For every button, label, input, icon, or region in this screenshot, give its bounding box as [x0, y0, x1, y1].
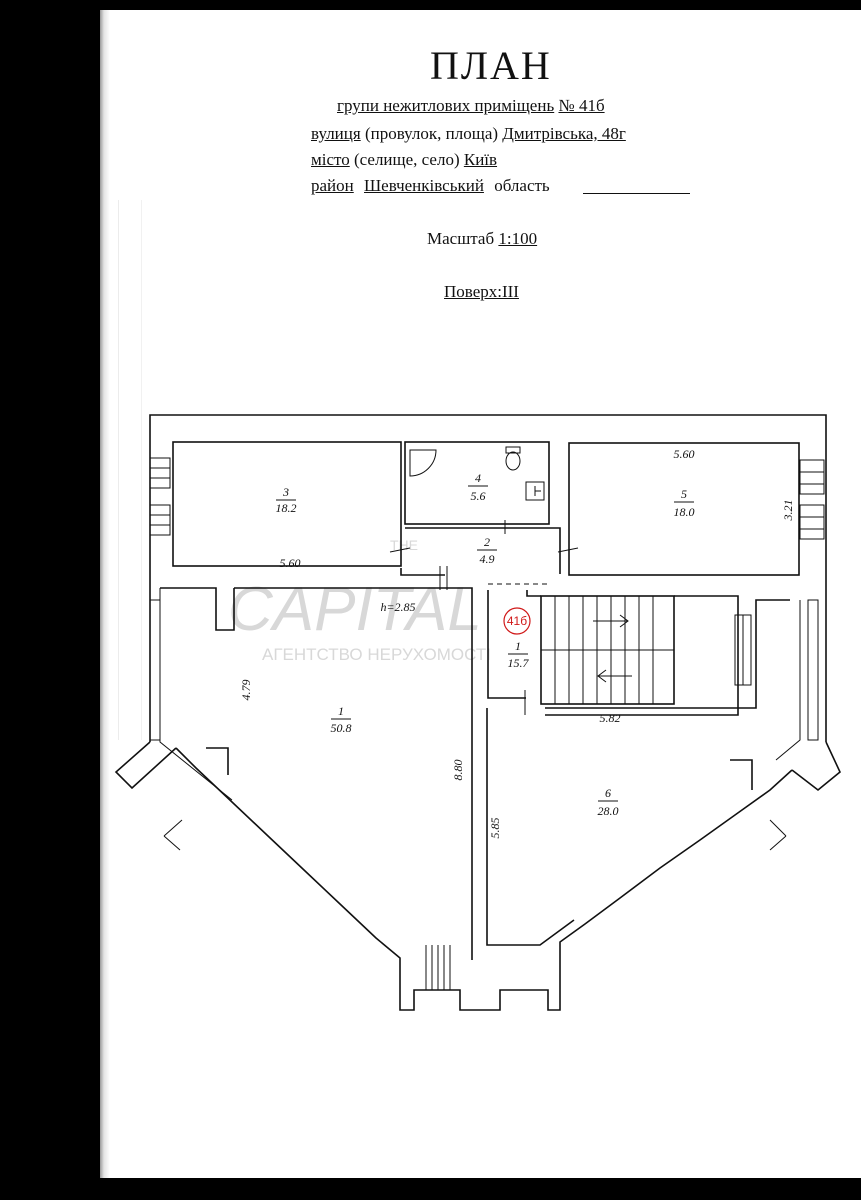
stair-hall-outline	[487, 590, 526, 699]
stair-treads	[541, 596, 674, 704]
watermark-the: THE	[390, 537, 418, 553]
room-6-number: 6	[605, 786, 611, 800]
room-labels: 3 18.2 4 5.6 5 18.0 2 4.9 1 50.8 1 15.7 …	[276, 471, 695, 818]
dim-room6-depth: 5.85	[488, 818, 502, 839]
line-street: вулиця (провулок, площа) Дмитрівська, 48…	[311, 124, 626, 144]
room-4-outline	[404, 441, 550, 525]
room-3-area: 18.2	[276, 501, 297, 515]
room-6-area: 28.0	[598, 804, 619, 818]
premises-label: групи нежитлових приміщень	[337, 96, 555, 115]
unit-mark-circle	[503, 607, 531, 635]
room-4-number: 4	[475, 471, 481, 485]
scale-value: 1:100	[498, 229, 538, 248]
room-5-number: 5	[681, 487, 687, 501]
watermark: THE CAPITAL АГЕНТСТВО НЕРУХОМОСТІ	[228, 537, 491, 664]
stair-hall-area: 15.7	[508, 656, 530, 670]
region-label: область	[494, 176, 550, 195]
dim-room5-depth: 3.21	[781, 500, 795, 522]
line-city: місто (селище, село) Київ	[311, 150, 497, 170]
dimension-labels: 5.60 5.60 h=2.85 5.82 3.21 4.79 8.80 5.8…	[239, 447, 795, 839]
scale-line: Масштаб 1:100	[427, 229, 537, 249]
district-value: Шевченківський	[364, 176, 484, 195]
room-4-area: 5.6	[471, 489, 486, 503]
room-1-outline	[160, 587, 235, 631]
dim-room3-width: 5.60	[280, 556, 301, 570]
scale-label: Масштаб	[427, 229, 495, 248]
region-blank-field	[583, 193, 690, 194]
dim-room5-width: 5.60	[674, 447, 695, 461]
room-1-area: 50.8	[331, 721, 352, 735]
binding-edge	[100, 10, 110, 1178]
room-1-number: 1	[338, 704, 344, 718]
dim-room6-width: 5.82	[600, 711, 621, 725]
room-5-outline	[568, 442, 800, 576]
wc-fixtures	[409, 446, 545, 501]
watermark-capital: CAPITAL	[228, 575, 482, 644]
city-label: місто	[311, 150, 350, 169]
stair-hall-number: 1	[515, 639, 521, 653]
room-2-outline	[405, 527, 561, 574]
room-6-outline	[486, 708, 575, 946]
watermark-agency: АГЕНТСТВО НЕРУХОМОСТІ	[262, 645, 491, 664]
street-label: вулиця	[311, 124, 361, 143]
windows	[149, 457, 825, 741]
room-2-number: 2	[484, 535, 490, 549]
room-label-rules	[276, 485, 694, 802]
dim-room1-depth: 8.80	[451, 760, 465, 781]
room-2-area: 4.9	[480, 552, 495, 566]
line-district: район Шевченківський область	[311, 176, 550, 196]
unit-mark: 41б	[503, 607, 531, 635]
room-5-area: 18.0	[674, 505, 695, 519]
outer-walls	[114, 414, 841, 1011]
street-value: Дмитрівська, 48г	[502, 124, 626, 143]
street-aside: (провулок, площа)	[364, 124, 499, 143]
paper-sheet	[100, 10, 861, 1178]
dim-ceiling-height: h=2.85	[380, 600, 415, 614]
line-premises: групи нежитлових приміщень № 41б	[337, 96, 605, 116]
room-3-number: 3	[282, 485, 289, 499]
plan-title: ПЛАН	[430, 43, 552, 88]
faint-margin-column	[118, 200, 142, 740]
floor-label: Поверх:ІІІ	[444, 282, 519, 301]
dim-room1-side: 4.79	[239, 680, 253, 701]
room-3-outline	[172, 441, 402, 567]
district-label: район	[311, 176, 354, 195]
city-aside: (селище, село)	[353, 150, 460, 169]
premises-value: № 41б	[558, 96, 605, 115]
unit-mark-text: 41б	[507, 614, 527, 628]
city-value: Київ	[463, 150, 498, 169]
